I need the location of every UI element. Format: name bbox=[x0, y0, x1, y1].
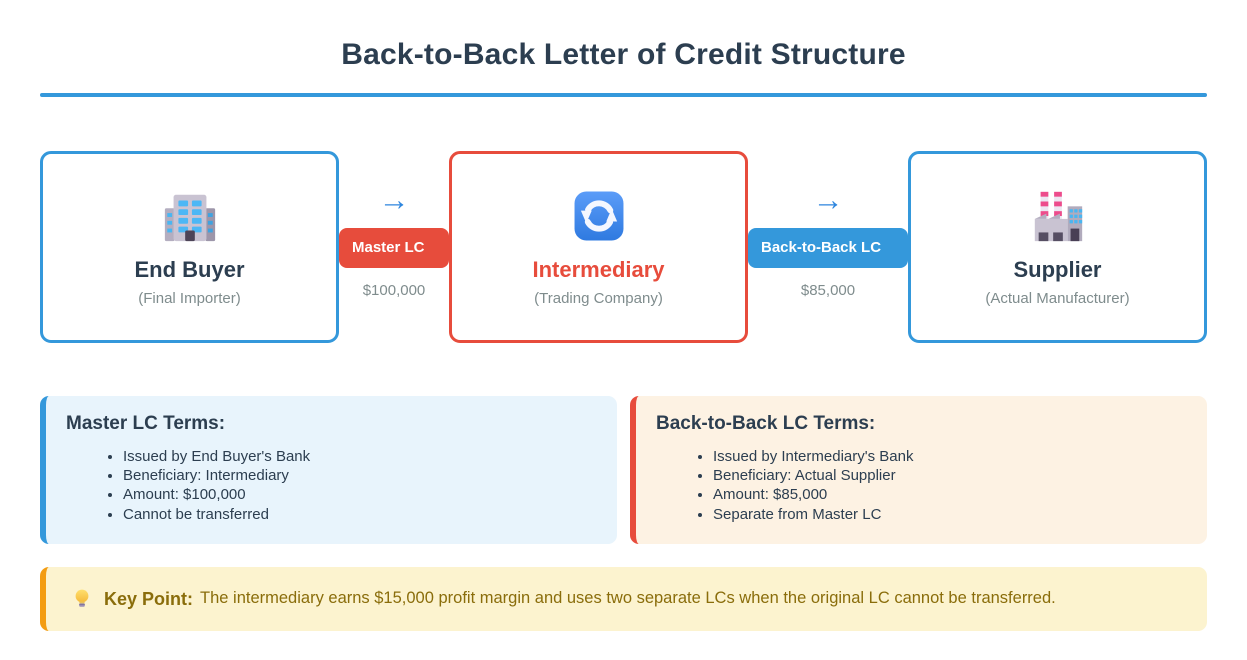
terms-item: Beneficiary: Intermediary bbox=[123, 466, 597, 485]
refresh-icon bbox=[570, 187, 628, 245]
terms-item: Issued by Intermediary's Bank bbox=[713, 447, 1187, 466]
key-point-callout: Key Point: The intermediary earns $15,00… bbox=[40, 566, 1207, 631]
master-lc-badge: Master LC bbox=[339, 228, 449, 268]
master-lc-terms-heading: Master LC Terms: bbox=[66, 413, 226, 434]
terms-item: Amount: $85,000 bbox=[713, 485, 1187, 504]
node-supplier: Supplier (Actual Manufacturer) bbox=[908, 151, 1207, 343]
node-subtitle-supplier: (Actual Manufacturer) bbox=[985, 290, 1130, 308]
master-lc-terms-list: Issued by End Buyer's Bank Beneficiary: … bbox=[66, 447, 597, 524]
back-to-back-lc-terms-list: Issued by Intermediary's Bank Beneficiar… bbox=[656, 447, 1187, 524]
connector-back-to-back-lc: → Back-to-Back LC $85,000 bbox=[748, 151, 908, 343]
terms-item: Amount: $100,000 bbox=[123, 485, 597, 504]
node-name-end-buyer: End Buyer bbox=[134, 256, 245, 282]
flow-arrow-icon: → bbox=[812, 182, 844, 217]
back-to-back-lc-badge: Back-to-Back LC bbox=[748, 228, 908, 268]
terms-section: Master LC Terms: Issued by End Buyer's B… bbox=[40, 396, 1207, 544]
terms-item: Cannot be transferred bbox=[123, 505, 597, 524]
flow-diagram: End Buyer (Final Importer) → Master LC $… bbox=[40, 151, 1207, 343]
terms-item: Issued by End Buyer's Bank bbox=[123, 447, 597, 466]
page-container: Back-to-Back Letter of Credit Structure bbox=[40, 0, 1207, 657]
back-to-back-lc-terms-card: Back-to-Back LC Terms: Issued by Interme… bbox=[630, 396, 1207, 544]
connector-master-lc: → Master LC $100,000 bbox=[339, 151, 449, 343]
page-title: Back-to-Back Letter of Credit Structure bbox=[341, 38, 906, 71]
back-to-back-lc-terms-heading: Back-to-Back LC Terms: bbox=[656, 413, 876, 434]
key-point-text: The intermediary earns $15,000 profit ma… bbox=[200, 588, 1056, 607]
node-name-intermediary: Intermediary bbox=[532, 256, 665, 282]
office-building-icon bbox=[158, 187, 222, 245]
node-subtitle-intermediary: (Trading Company) bbox=[534, 290, 663, 308]
title-divider bbox=[40, 93, 1207, 97]
master-lc-terms-card: Master LC Terms: Issued by End Buyer's B… bbox=[40, 396, 617, 544]
flow-arrow-icon: → bbox=[378, 182, 410, 217]
node-subtitle-end-buyer: (Final Importer) bbox=[138, 290, 241, 308]
factory-icon bbox=[1027, 187, 1089, 245]
node-intermediary: Intermediary (Trading Company) bbox=[449, 151, 748, 343]
node-name-supplier: Supplier bbox=[1013, 256, 1102, 282]
light-bulb-icon bbox=[70, 587, 94, 611]
terms-item: Separate from Master LC bbox=[713, 505, 1187, 524]
node-end-buyer: End Buyer (Final Importer) bbox=[40, 151, 339, 343]
master-lc-amount: $100,000 bbox=[362, 281, 426, 299]
terms-item: Beneficiary: Actual Supplier bbox=[713, 466, 1187, 485]
back-to-back-lc-amount: $85,000 bbox=[800, 281, 856, 299]
key-point-label: Key Point: bbox=[104, 588, 194, 609]
